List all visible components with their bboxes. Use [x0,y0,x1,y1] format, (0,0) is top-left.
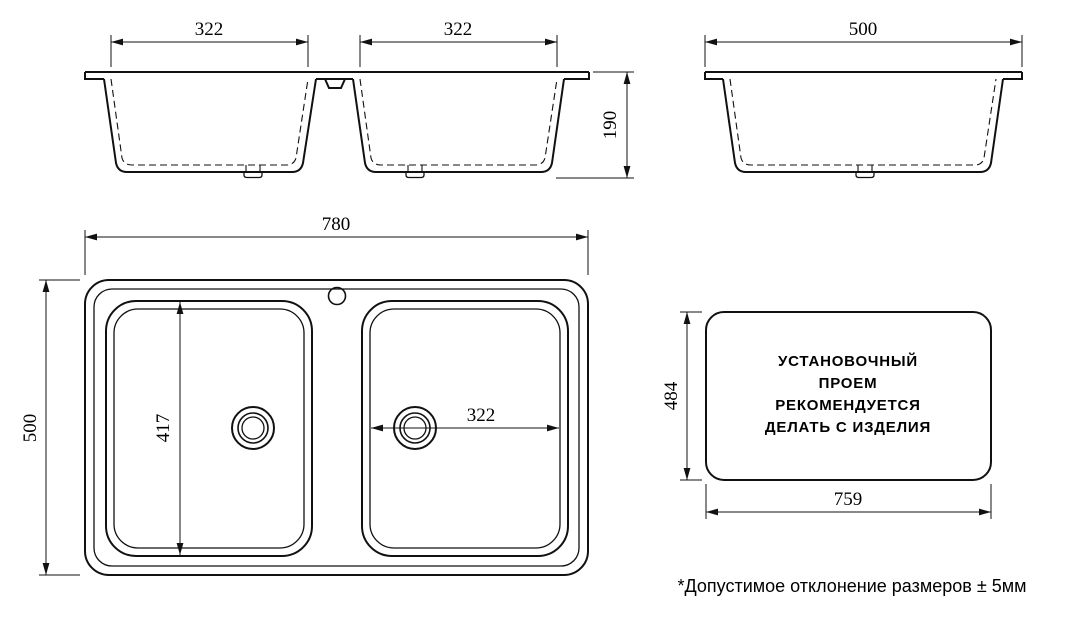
dim-top-overall-depth: 500 [20,279,80,576]
front-left-bowl-outline [103,78,317,173]
side-bowl-hidden-line [729,78,997,166]
dim-label-bowl-length: 417 [153,414,174,443]
dim-label-front-left-bowl-width: 322 [195,19,224,40]
front-section-view: 322 322 190 [84,19,634,179]
dim-extension-lines [680,311,702,481]
dim-label-cutout-width: 759 [834,489,863,510]
dim-side-width: 500 [704,19,1023,67]
tolerance-footnote: *Допустимое отклонение размеров ± 5мм [678,576,1027,596]
dim-label-bowl-width: 322 [467,405,496,426]
dim-front-depth: 190 [556,71,634,179]
side-rim-underside-outline [704,72,1023,80]
left-drain [231,406,275,450]
front-center-divider-tab [324,78,346,89]
cutout-outline [705,311,992,481]
top-right-bowl-inner [369,308,561,549]
dim-label-top-overall-width: 780 [322,214,351,235]
dim-label-top-overall-depth: 500 [20,414,41,443]
side-drain-hidden-line [857,165,873,172]
dim-label-front-depth: 190 [600,111,621,140]
dim-bowl-width: 322 [371,405,559,432]
front-left-drain-hidden-line [245,165,261,172]
front-left-bowl-hidden-line [110,78,309,166]
top-rim-inner-edge [93,288,580,567]
front-left-drain-boss [243,172,263,179]
top-right-bowl-outer [361,300,569,557]
dim-cutout-height: 484 [661,311,702,481]
left-drain-outer-ring [231,406,275,450]
top-plan-view: 780 500 417 322 [20,214,589,576]
dim-top-overall-width: 780 [84,214,589,275]
dim-bowl-length: 417 [153,302,184,555]
dim-label-cutout-height: 484 [661,381,682,410]
cutout-note-line-1: УСТАНОВОЧНЫЙ [778,352,918,370]
dim-cutout-width: 759 [705,484,992,519]
front-right-drain-boss [405,172,425,179]
left-drain-middle-ring [237,412,269,444]
front-right-drain-hidden-line [407,165,423,172]
dim-front-right-bowl-width: 322 [359,19,558,67]
dim-label-front-right-bowl-width: 322 [444,19,473,40]
cutout-note-line-4: ДЕЛАТЬ С ИЗДЕЛИЯ [765,419,931,436]
cutout-note-line-3: РЕКОМЕНДУЕТСЯ [775,397,921,414]
faucet-hole [327,286,347,306]
cutout-note-line-2: ПРОЕМ [819,375,878,392]
front-right-bowl-outline [352,78,565,173]
installation-cutout-view: УСТАНОВОЧНЫЙ ПРОЕМ РЕКОМЕНДУЕТСЯ ДЕЛАТЬ … [661,311,992,519]
side-section-view: 500 [704,19,1023,179]
side-bowl-outline [722,78,1004,173]
dim-extension-lines [39,279,80,576]
front-rim-underside-outline [84,72,590,80]
dim-label-side-width: 500 [849,19,878,40]
side-drain-boss [855,172,875,179]
front-right-bowl-hidden-line [359,78,558,166]
left-drain-inner-ring [241,416,265,440]
dim-extension-lines [556,71,634,179]
top-outer-edge [84,279,589,576]
top-left-bowl-outer [105,300,313,557]
dim-front-left-bowl-width: 322 [110,19,309,67]
top-left-bowl-inner [113,308,305,549]
